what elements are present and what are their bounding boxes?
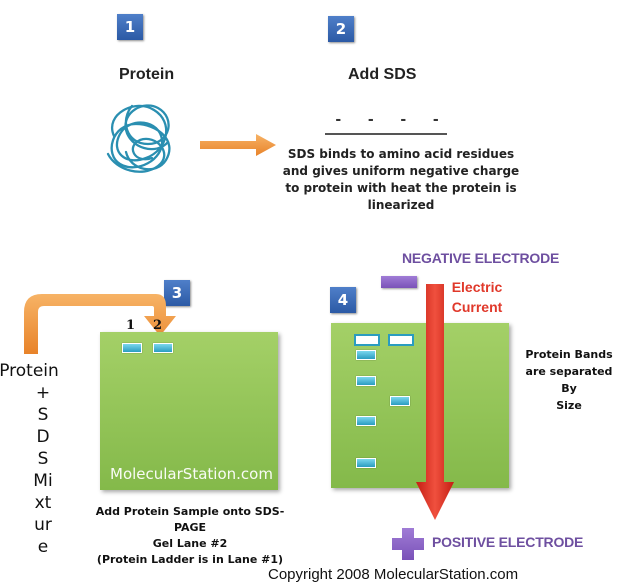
current-line: Electric — [451, 279, 503, 295]
negative-electrode-label: NEGATIVE ELECTRODE — [402, 250, 560, 266]
description-line: SDS binds to amino acid residues — [287, 147, 515, 161]
charge-sign: - — [367, 112, 374, 128]
electric-current-arrow-icon — [416, 284, 454, 520]
step-2-description: SDS binds to amino acid residues and giv… — [270, 146, 532, 214]
description-line: linearized — [367, 198, 435, 212]
ladder-band — [356, 416, 376, 426]
current-line: Current — [451, 299, 503, 315]
step-4-badge: 4 — [330, 287, 356, 313]
lane-label: 2 — [153, 318, 163, 333]
protein-sds-mixture-label: Protein +SDSMixture — [0, 360, 62, 558]
positive-electrode-label: POSITIVE ELECTRODE — [432, 534, 584, 550]
ladder-band — [356, 458, 376, 468]
note-line: By — [561, 382, 577, 395]
step-3-badge: 3 — [164, 280, 190, 306]
sample-band — [390, 396, 410, 406]
positive-electrode-plus-icon — [392, 528, 424, 560]
sds-line — [325, 133, 447, 135]
description-line: and gives uniform negative charge — [282, 164, 520, 178]
sds-charges: - - - - — [322, 112, 452, 128]
step-2-title: Add SDS — [348, 66, 417, 83]
note-line: are separated — [525, 365, 613, 378]
gel-well — [354, 334, 380, 346]
charge-sign: - — [400, 112, 407, 128]
ladder-band — [122, 343, 142, 353]
caption-line: Add Protein Sample onto SDS-PAGE — [95, 505, 285, 534]
lane-label: 1 — [126, 318, 136, 333]
arrow-right-icon — [200, 134, 276, 156]
caption-line: Gel Lane #2 — [152, 537, 228, 550]
step-1-badge: 1 — [117, 14, 143, 40]
charge-sign: - — [432, 112, 439, 128]
step-2-badge: 2 — [328, 16, 354, 42]
description-line: to protein with heat the protein is — [285, 181, 517, 195]
note-line: Protein Bands — [525, 348, 613, 361]
electric-current-label: Electric Current — [447, 277, 507, 317]
sample-band — [153, 343, 173, 353]
gel-well — [388, 334, 414, 346]
curved-arrow-icon — [24, 294, 176, 354]
label-sds-mixture: +SDSMixture — [33, 383, 53, 557]
ladder-band — [356, 376, 376, 386]
bands-separated-note: Protein Bands are separated By Size — [524, 346, 614, 414]
protein-coil-icon — [106, 104, 171, 173]
caption-line: (Protein Ladder is in Lane #1) — [96, 553, 284, 566]
step-1-title: Protein — [119, 66, 175, 83]
copyright: Copyright 2008 MolecularStation.com — [268, 566, 519, 583]
gel-step-3 — [100, 332, 278, 490]
label-protein: Protein — [0, 361, 59, 381]
negative-electrode — [381, 276, 417, 288]
note-line: Size — [556, 399, 582, 412]
charge-sign: - — [335, 112, 342, 128]
watermark: MolecularStation.com — [110, 465, 273, 483]
ladder-band — [356, 350, 376, 360]
step-3-caption: Add Protein Sample onto SDS-PAGE Gel Lan… — [80, 504, 300, 568]
